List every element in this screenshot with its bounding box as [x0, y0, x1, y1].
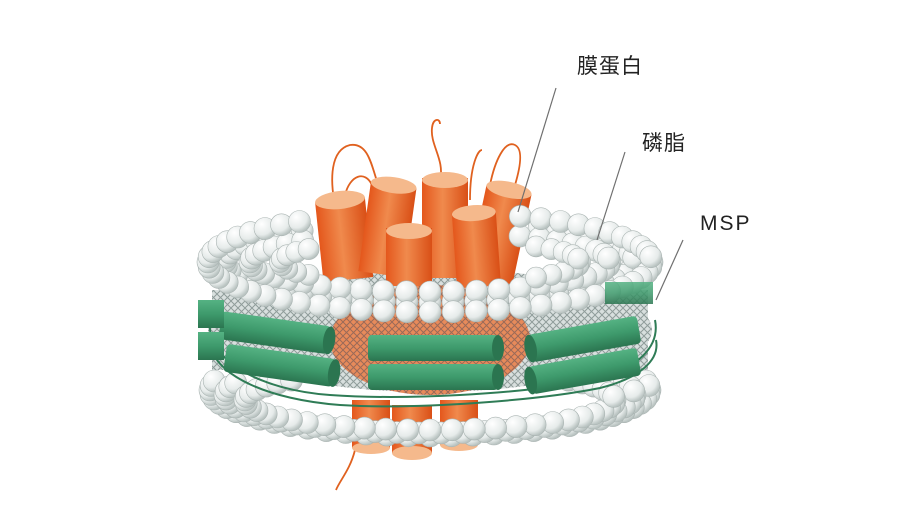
lipid-head [440, 418, 464, 442]
lipid-head [418, 300, 442, 324]
lipid-head [508, 205, 532, 228]
lipid-head [639, 245, 663, 269]
lipid-head [307, 293, 331, 317]
lipid-head [396, 418, 420, 442]
lipid-head [464, 299, 488, 323]
lipid-head [484, 416, 507, 440]
lipid-head [332, 415, 356, 438]
lipid-head [350, 298, 373, 321]
lipid-head [508, 296, 532, 320]
lipid-head [395, 280, 418, 304]
lipid-head [487, 278, 511, 302]
lipid-head [418, 280, 442, 304]
lipid-head [465, 279, 488, 303]
leader-line-lipid [596, 151, 626, 241]
lipid-head [328, 296, 352, 320]
lipid-head [395, 300, 419, 324]
leader-lines [517, 87, 684, 301]
lipid-head [462, 417, 486, 441]
phospholipid-heads [196, 205, 664, 448]
lipid-head [525, 266, 547, 289]
lipid-head [328, 276, 352, 300]
lipid-head [597, 246, 620, 270]
lipid-head [349, 278, 373, 302]
lipid-head [567, 247, 590, 270]
lipid-head [442, 280, 465, 304]
label-msp: MSP [700, 212, 752, 235]
lipid-head [487, 298, 510, 321]
lipid-head [602, 385, 626, 408]
lipid-head [523, 413, 547, 437]
leader-line-protein [517, 87, 557, 213]
lipid-head [418, 418, 442, 442]
leader-line-msp [655, 239, 684, 301]
lipid-head [504, 415, 528, 438]
lipid-head [374, 417, 398, 441]
lipid-head [549, 291, 572, 314]
lipid-head [353, 416, 376, 440]
label-membrane-protein: 膜蛋白 [577, 54, 643, 78]
lipid-head [529, 207, 553, 230]
lipid-head [372, 279, 395, 303]
lipid-head [297, 238, 320, 260]
protein-loops [331, 119, 522, 491]
lipid-head [288, 210, 311, 233]
lipid-head [372, 299, 396, 323]
lipid-head [529, 293, 553, 317]
msp-belt [198, 282, 658, 408]
label-phospholipid: 磷脂 [642, 131, 686, 155]
lipid-head [441, 300, 465, 324]
